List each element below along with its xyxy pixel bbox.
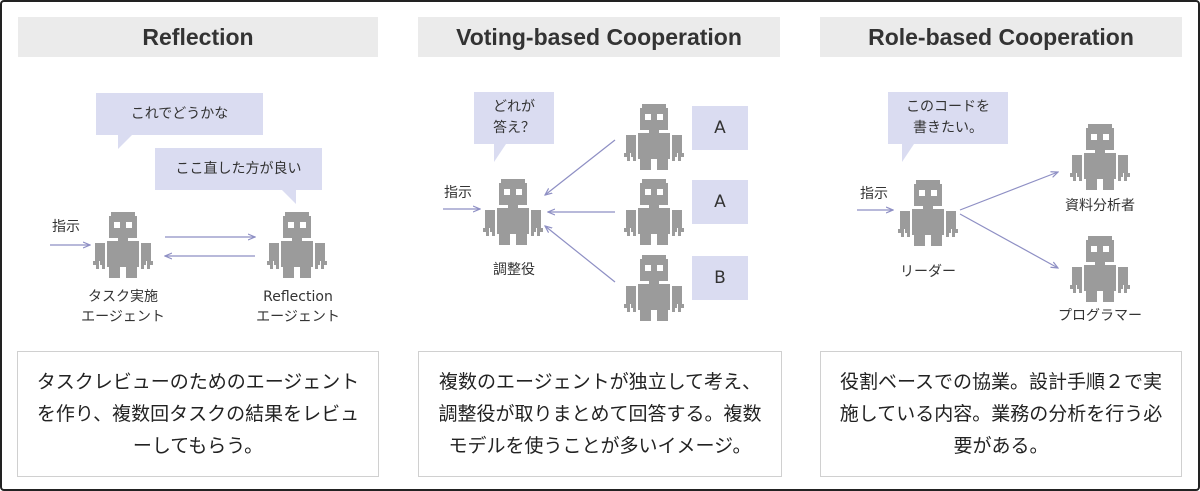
role-description: 役割ベースでの協業。設計手順２で実施している内容。業務の分析を行う必要がある。 [820, 351, 1182, 477]
voter-robot-icon [624, 179, 684, 245]
programmer-label: プログラマー [1058, 308, 1142, 324]
speech-bubble-request: このコードを 書きたい。 [888, 92, 1008, 162]
p2-arrow-from-agent1 [545, 139, 616, 195]
bubble-text-line1: このコードを [906, 99, 990, 115]
analyst-robot-icon [1070, 124, 1130, 190]
instruction-label: 指示 [52, 219, 80, 235]
reflection-agent-label-line2: エージェント [256, 309, 340, 325]
p2-arrow-from-agent3 [545, 226, 616, 283]
speech-bubble-feedback: ここ直した方が良い [155, 148, 322, 204]
leader-robot-icon [898, 180, 958, 246]
reflection-agent-label-line1: Reflection [263, 289, 333, 305]
answer-box: B [692, 256, 748, 300]
role-title: Role-based Cooperation [820, 17, 1182, 57]
task-agent-label-line1: タスク実施 [88, 289, 158, 305]
p3-arrow-to-analyst [959, 172, 1058, 211]
bubble-text-line2: 答え？ [493, 120, 535, 136]
coordinator-label: 調整役 [493, 262, 535, 278]
leader-label: リーダー [900, 264, 956, 280]
voter-robot-icon [624, 104, 684, 170]
bubble-text: ここ直した方が良い [175, 161, 302, 177]
programmer-robot-icon [1070, 236, 1130, 302]
coordinator-robot-icon [483, 179, 543, 245]
reflection-agent-robot-icon [267, 212, 327, 278]
voting-title: Voting-based Cooperation [418, 17, 780, 57]
reflection-description: タスクレビューのためのエージェントを作り、複数回タスクの結果をレビューしてもらう… [17, 351, 379, 477]
bubble-text-line1: どれが [493, 99, 535, 115]
bubble-text-line2: 書きたい。 [913, 120, 983, 136]
reflection-title: Reflection [18, 17, 378, 57]
speech-bubble-draft: これでどうかな [96, 93, 263, 149]
voter-robot-icon [624, 255, 684, 321]
task-agent-label-line2: エージェント [81, 309, 165, 325]
task-agent-label: タスク実施 エージェント [73, 287, 173, 327]
p3-arrow-to-programmer [959, 213, 1058, 268]
bubble-text: これでどうかな [130, 106, 229, 122]
reflection-agent-label: Reflection エージェント [246, 287, 350, 327]
instruction-label: 指示 [860, 186, 888, 202]
instruction-label: 指示 [444, 185, 472, 201]
analyst-label: 資料分析者 [1065, 198, 1135, 214]
answer-box: A [692, 106, 748, 150]
task-agent-robot-icon [93, 212, 153, 278]
speech-bubble-question: どれが 答え？ [474, 92, 554, 162]
answer-box: A [692, 180, 748, 224]
voting-description: 複数のエージェントが独立して考え、調整役が取りまとめて回答する。複数モデルを使う… [418, 351, 782, 477]
